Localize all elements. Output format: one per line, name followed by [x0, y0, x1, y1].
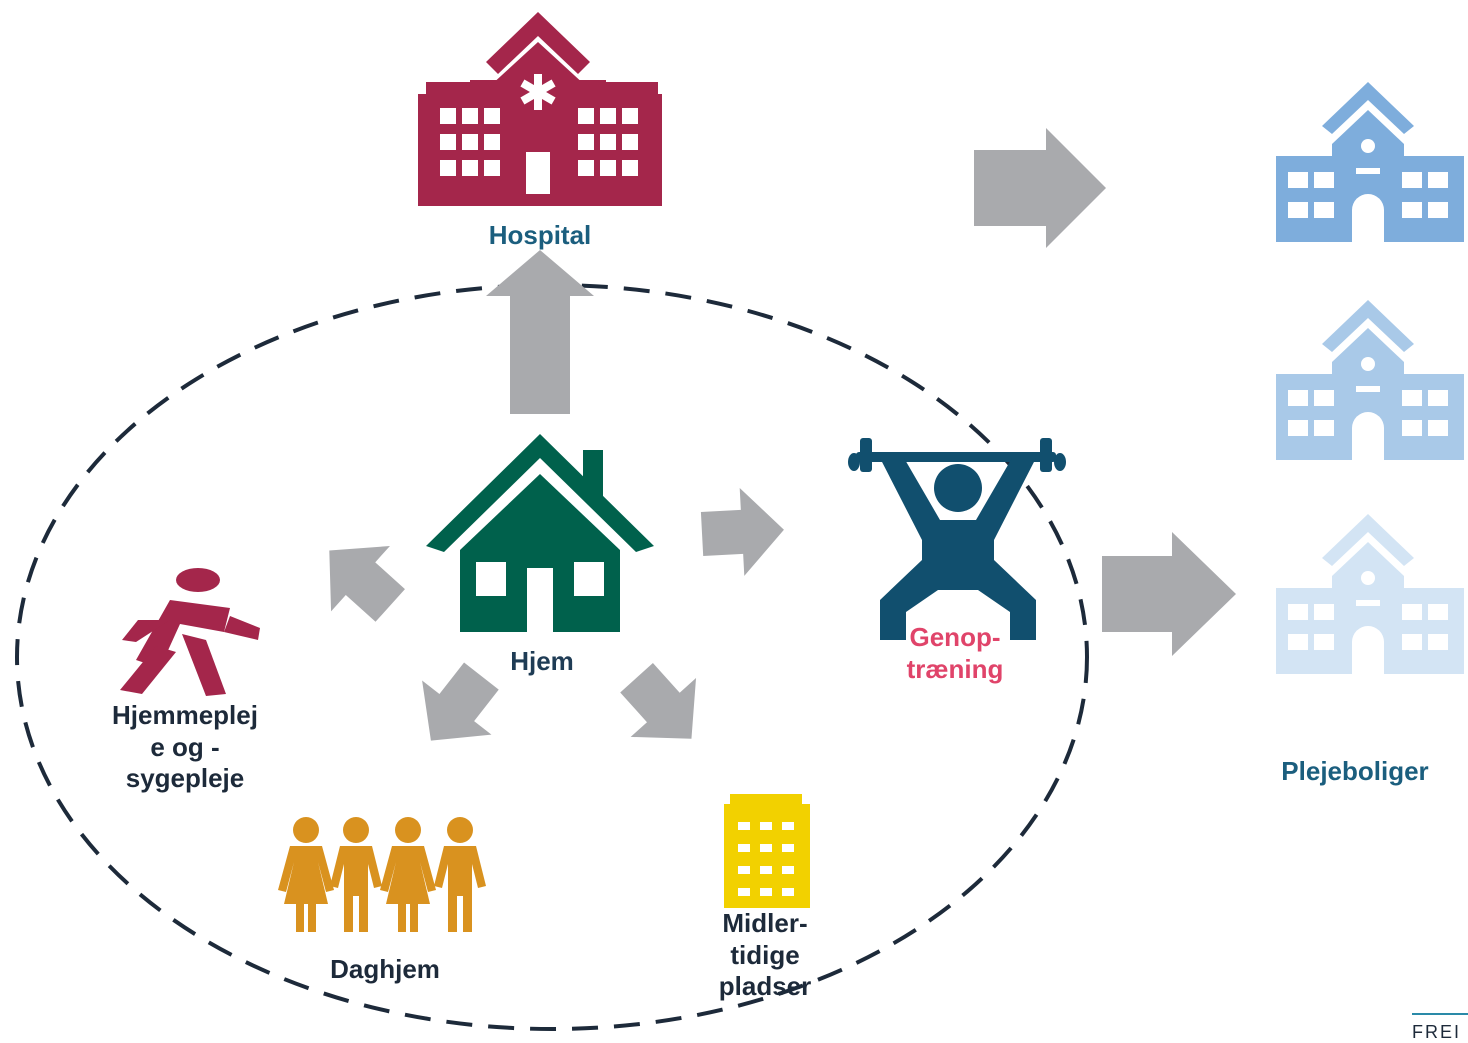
arrow-to-nursing-homes-bottom: [1102, 532, 1236, 656]
day-center-label: Daghjem: [330, 954, 440, 984]
house-icon: [426, 434, 654, 632]
walking-person-icon: [120, 568, 260, 696]
footer-logo-text: FREI: [1412, 1022, 1462, 1038]
arrow-to-genoptraening: [700, 487, 784, 576]
school-building-icon-3: [1276, 514, 1464, 674]
arrow-to-daghjem: [422, 662, 499, 741]
nursing-homes-label: Plejeboliger: [1281, 756, 1429, 786]
people-group-icon: [278, 817, 486, 932]
hospital-label: Hospital: [488, 220, 592, 250]
home-label: Hjem: [510, 646, 574, 676]
temporary-places-label: Midler- tidige pladser: [718, 908, 812, 1002]
weightlifter-icon: [848, 438, 1066, 640]
arrow-to-hospital: [486, 250, 594, 414]
arrow-to-midlertidige: [620, 663, 697, 739]
rehabilitation-label: Genop- træning: [906, 622, 1004, 684]
footer-divider: [1412, 1013, 1468, 1015]
arrow-to-hjemmepleje: [329, 545, 405, 622]
school-building-icon-1: [1276, 82, 1464, 242]
arrow-to-nursing-homes-top: [974, 128, 1106, 248]
hospital-building-icon: [418, 12, 662, 206]
apartment-building-icon: [724, 794, 810, 908]
school-building-icon-2: [1276, 300, 1464, 460]
flow-arrows: [329, 128, 1236, 741]
home-care-label: Hjemmeplej e og - sygepleje: [112, 700, 258, 794]
